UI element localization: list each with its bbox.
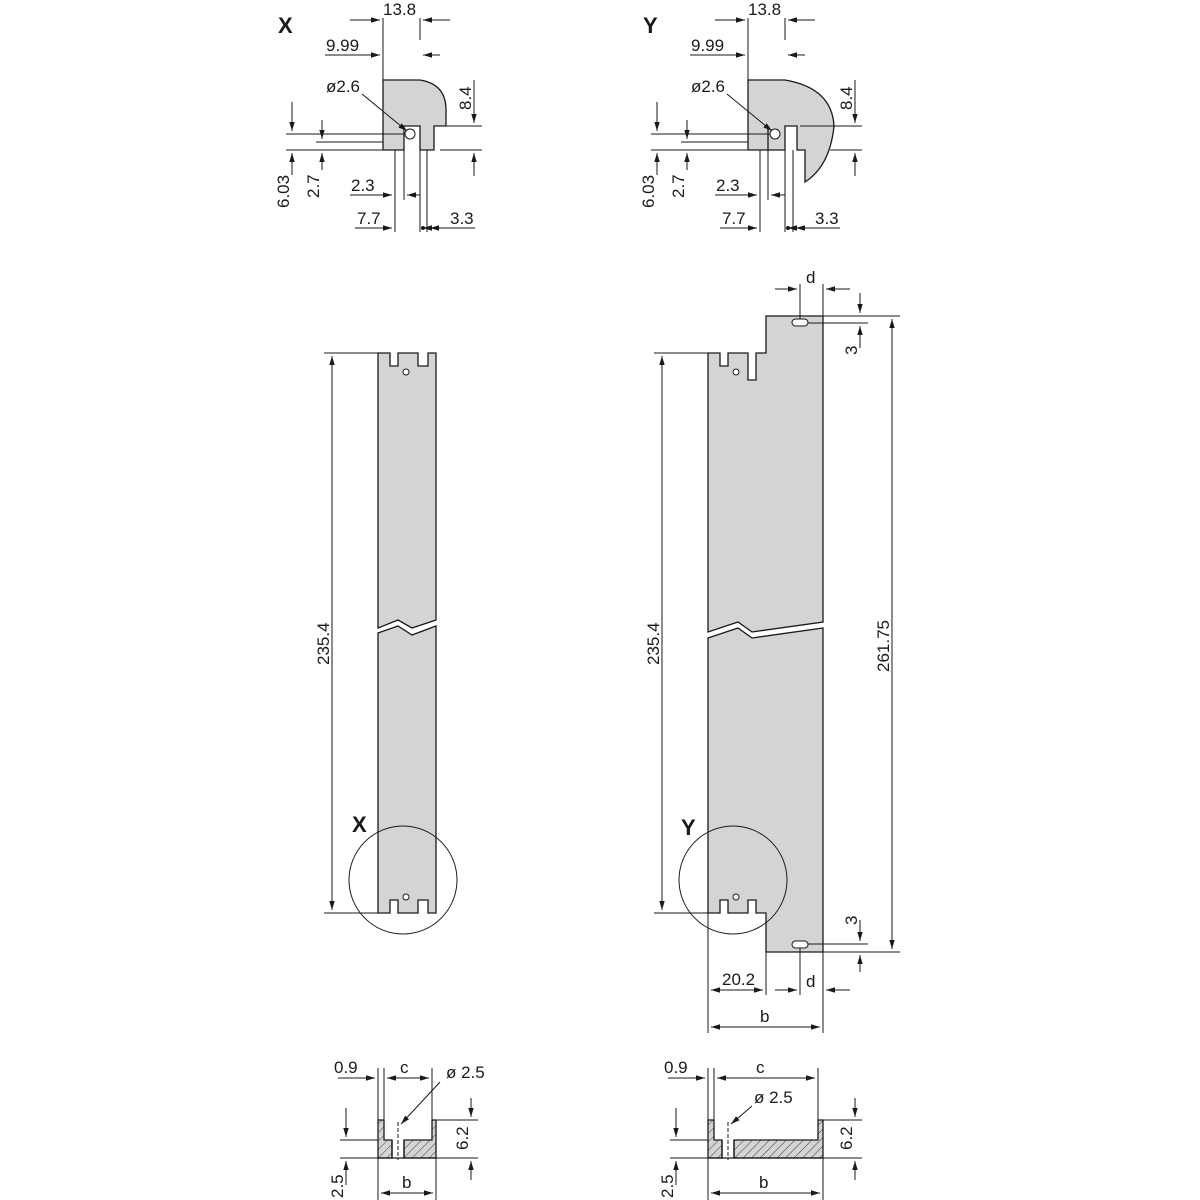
dim-x-13-8: 13.8: [383, 0, 416, 19]
view-right: 235.4 261.75 3 3 d 20.2 d b: [644, 268, 900, 1033]
section-right-profile: [707, 1119, 824, 1159]
section-left-dim-0-9: 0.9: [334, 1058, 358, 1077]
section-left-dim-2-5: 2.5: [328, 1174, 347, 1198]
dim-right-235-4: 235.4: [644, 622, 663, 665]
callout-x-label: X: [352, 812, 367, 837]
detail-x-profile: [382, 79, 447, 151]
dim-x-hole: ø2.6: [326, 77, 360, 96]
section-left-dim-c: c: [400, 1058, 409, 1077]
section-right-dim-0-9: 0.9: [664, 1058, 688, 1077]
detail-x-title: X: [278, 13, 293, 38]
dim-right-20-2: 20.2: [722, 970, 755, 989]
view-left-hole-bottom: [402, 893, 410, 901]
callout-y-label: Y: [681, 815, 696, 840]
section-right-dim-c: c: [756, 1058, 765, 1077]
dim-x-9-99: 9.99: [326, 36, 359, 55]
dim-right-bottom-3: 3: [842, 916, 861, 925]
callout-circle-x: [348, 825, 458, 935]
dim-y-13-8: 13.8: [748, 0, 781, 19]
dim-right-261-75: 261.75: [874, 620, 893, 672]
dim-right-top-3: 3: [842, 346, 861, 355]
detail-y-profile: [747, 79, 835, 184]
view-right-strip-bottom: [707, 627, 824, 953]
dim-y-6-03: 6.03: [639, 175, 658, 208]
section-right-dim-6-2: 6.2: [837, 1126, 856, 1150]
dim-right-d-top: d: [806, 268, 815, 287]
section-right-dim-b: b: [759, 1173, 768, 1192]
view-right-hole-bottom: [732, 893, 740, 901]
dim-x-8-4: 8.4: [456, 86, 475, 110]
callout-circle-y: [678, 825, 788, 935]
dim-y-2-7: 2.7: [669, 174, 688, 198]
dim-x-6-03: 6.03: [274, 175, 293, 208]
dim-x-2-7: 2.7: [304, 174, 323, 198]
view-right-strip-top: [707, 315, 824, 633]
view-right-hole-top: [732, 368, 740, 376]
dim-x-3-3: 3.3: [450, 209, 474, 228]
section-right-dim-2-5: 2.5: [658, 1174, 677, 1198]
section-left: 0.9 c ø 2.5 6.2 2.5 b: [328, 1058, 485, 1200]
section-left-dim-b: b: [402, 1173, 411, 1192]
view-left: 235.4 X: [314, 352, 458, 935]
view-right-slot-top: [791, 318, 809, 327]
dim-y-9-99: 9.99: [691, 36, 724, 55]
section-right: 0.9 c ø 2.5 6.2 2.5 b: [658, 1058, 862, 1200]
view-left-hole-top: [402, 368, 410, 376]
section-left-profile: [377, 1119, 437, 1159]
dim-x-7-7: 7.7: [357, 209, 381, 228]
section-right-dim-hole: ø 2.5: [754, 1088, 793, 1107]
section-left-dim-6-2: 6.2: [453, 1126, 472, 1150]
dim-left-235-4: 235.4: [314, 622, 333, 665]
dim-right-d-bottom: d: [806, 972, 815, 991]
view-left-strip-bottom: [377, 625, 437, 914]
detail-y-title: Y: [643, 13, 658, 38]
dim-y-8-4: 8.4: [837, 86, 856, 110]
dim-y-7-7: 7.7: [722, 209, 746, 228]
dim-y-2-3: 2.3: [716, 176, 740, 195]
dim-x-2-3: 2.3: [351, 176, 375, 195]
dim-y-3-3: 3.3: [815, 209, 839, 228]
detail-y: Y 13.8 9.99 ø2.6 8.4 6.03 2.7 2.3: [639, 0, 862, 232]
view-left-strip-top: [377, 352, 437, 629]
dim-y-hole: ø2.6: [691, 77, 725, 96]
detail-x: X 13.8 9.99 ø2.6 8.4 6.03 2.7: [274, 0, 482, 232]
section-left-dim-hole: ø 2.5: [446, 1063, 485, 1082]
view-right-slot-bottom: [791, 940, 809, 949]
dim-right-b: b: [760, 1007, 769, 1026]
